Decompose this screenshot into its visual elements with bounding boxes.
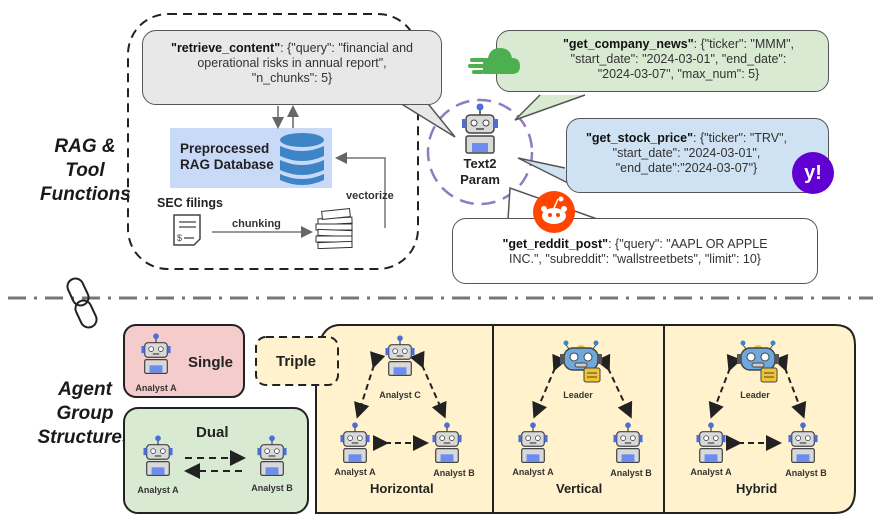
- triple-title: Triple: [276, 353, 317, 370]
- vectorize-arrow: [335, 152, 386, 228]
- text2param-label-line: Param: [460, 172, 500, 187]
- vertical-arrow-la: [532, 353, 568, 419]
- dual-title: Dual: [196, 424, 229, 441]
- vertical-analyst-a-robot-icon: [518, 422, 548, 469]
- function-args: : {"query": "AAPL OR APPLE: [608, 237, 768, 251]
- chunking-label: chunking: [232, 218, 281, 230]
- horizontal-analyst-c-robot-icon: [385, 335, 415, 382]
- label-line: Functions: [40, 184, 131, 205]
- database-icon: [280, 133, 324, 185]
- text2param-robot-icon: [462, 103, 498, 154]
- rag-tool-functions-label: RAG & Tool Functions: [40, 135, 131, 207]
- vertical-analyst-b-robot-icon: [613, 422, 643, 469]
- hybrid-analyst-a-robot-icon: [696, 422, 726, 469]
- db-label-line: RAG Database: [180, 157, 274, 172]
- dual-box: [123, 407, 309, 514]
- hybrid-analyst-b-label: Analyst B: [785, 468, 827, 478]
- function-args: : {"ticker": "TRV",: [693, 131, 787, 145]
- label-line: Structures: [37, 427, 133, 448]
- agent-group-structures-label: Agent Group Structures: [30, 378, 140, 450]
- text2param-label-line: Text2: [463, 156, 497, 171]
- label-line: Agent: [58, 379, 112, 400]
- horizontal-analyst-a-label: Analyst A: [334, 467, 376, 477]
- cloud-news-icon: [468, 48, 520, 74]
- horizontal-analyst-c-label: Analyst C: [379, 390, 421, 400]
- dual-analyst-b-robot-icon: [257, 435, 287, 482]
- function-name: "retrieve_content": [171, 41, 281, 55]
- function-args: INC.", "subreddit": "wallstreetbets", "l…: [509, 252, 761, 266]
- dual-analyst-b-label: Analyst B: [251, 483, 293, 493]
- function-args: "2024-03-07", "max_num": 5}: [597, 67, 760, 81]
- hybrid-arrow-lb: [773, 353, 807, 419]
- vertical-analyst-a-label: Analyst A: [512, 467, 554, 477]
- horizontal-title: Horizontal: [370, 481, 434, 496]
- function-args: "start_date": "2024-03-01", "end_date":: [570, 52, 787, 66]
- vectorize-label: vectorize: [346, 190, 394, 202]
- function-name: "get_stock_price": [586, 131, 694, 145]
- retrieve-content-bubble: "retrieve_content": {"query": "financial…: [142, 30, 442, 105]
- chain-link-icon: [66, 277, 98, 329]
- function-name: "get_reddit_post": [502, 237, 609, 251]
- triple-label-box: [255, 336, 339, 386]
- text2param-circle: [426, 98, 534, 206]
- reddit-icon: [533, 191, 575, 233]
- hybrid-leader-robot-icon: [735, 340, 781, 389]
- dual-analyst-a-robot-icon: [143, 435, 173, 482]
- single-analyst-a-label: Analyst A: [135, 383, 177, 393]
- db-label-line: Preprocessed: [180, 141, 270, 156]
- stock-price-bubble: "get_stock_price": {"ticker": "TRV", "st…: [566, 118, 829, 193]
- horizontal-analyst-b-robot-icon: [432, 422, 462, 469]
- label-line: Tool: [65, 160, 105, 181]
- paper-stack-icon: [315, 208, 353, 250]
- single-analyst-a-robot-icon: [141, 333, 171, 380]
- function-args: "start_date": "2024-03-01",: [612, 146, 761, 160]
- horizontal-arrow-cb: [409, 350, 447, 419]
- document-icon: $: [173, 214, 201, 246]
- svg-text:$: $: [177, 233, 182, 243]
- function-args: : {"query": "financial and: [280, 41, 413, 55]
- stock-bubble-tail: [517, 157, 579, 189]
- function-args: operational risks in annual report",: [197, 56, 387, 70]
- hybrid-title: Hybrid: [736, 481, 778, 496]
- function-args: "end_date":"2024-03-07"}: [615, 161, 758, 175]
- function-name: "get_company_news": [562, 37, 694, 51]
- retrieve-bubble-tail: [394, 99, 456, 138]
- horizontal-analyst-a-robot-icon: [340, 422, 370, 469]
- reddit-post-bubble: "get_reddit_post": {"query": "AAPL OR AP…: [452, 218, 818, 284]
- single-title: Single: [188, 354, 234, 371]
- vertical-analyst-b-label: Analyst B: [610, 468, 652, 478]
- horizontal-arrow-ca: [354, 351, 386, 419]
- db-label: Preprocessed RAG Database: [180, 141, 274, 173]
- rag-dashed-container: [127, 13, 419, 270]
- text2param-label: Text2 Param: [452, 156, 508, 188]
- vertical-arrow-lb: [595, 353, 633, 419]
- hybrid-analyst-b-robot-icon: [788, 422, 818, 469]
- sec-filings-label: SEC filings: [157, 196, 223, 210]
- label-line: Group: [56, 403, 114, 424]
- vertical-leader-robot-icon: [558, 340, 604, 389]
- hybrid-leader-label: Leader: [740, 390, 770, 400]
- horizontal-analyst-b-label: Analyst B: [433, 468, 475, 478]
- label-line: RAG &: [54, 136, 116, 157]
- news-bubble-tail: [514, 94, 586, 121]
- function-args: "n_chunks": 5}: [251, 71, 333, 85]
- yahoo-glyph: y!: [804, 162, 822, 184]
- function-args: : {"ticker": "MMM",: [693, 37, 795, 51]
- hybrid-arrow-la: [708, 353, 742, 419]
- yahoo-icon: y!: [792, 152, 834, 194]
- vertical-title: Vertical: [556, 481, 603, 496]
- vertical-leader-label: Leader: [563, 390, 593, 400]
- company-news-bubble: "get_company_news": {"ticker": "MMM", "s…: [496, 30, 829, 92]
- hybrid-analyst-a-label: Analyst A: [690, 467, 732, 477]
- dual-analyst-a-label: Analyst A: [137, 485, 179, 495]
